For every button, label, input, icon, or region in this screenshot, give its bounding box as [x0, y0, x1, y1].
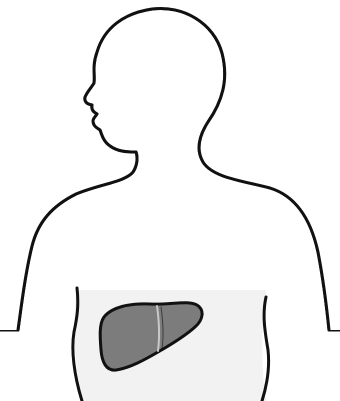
torso-liver-illustration [0, 0, 340, 401]
anatomy-diagram [0, 0, 340, 401]
